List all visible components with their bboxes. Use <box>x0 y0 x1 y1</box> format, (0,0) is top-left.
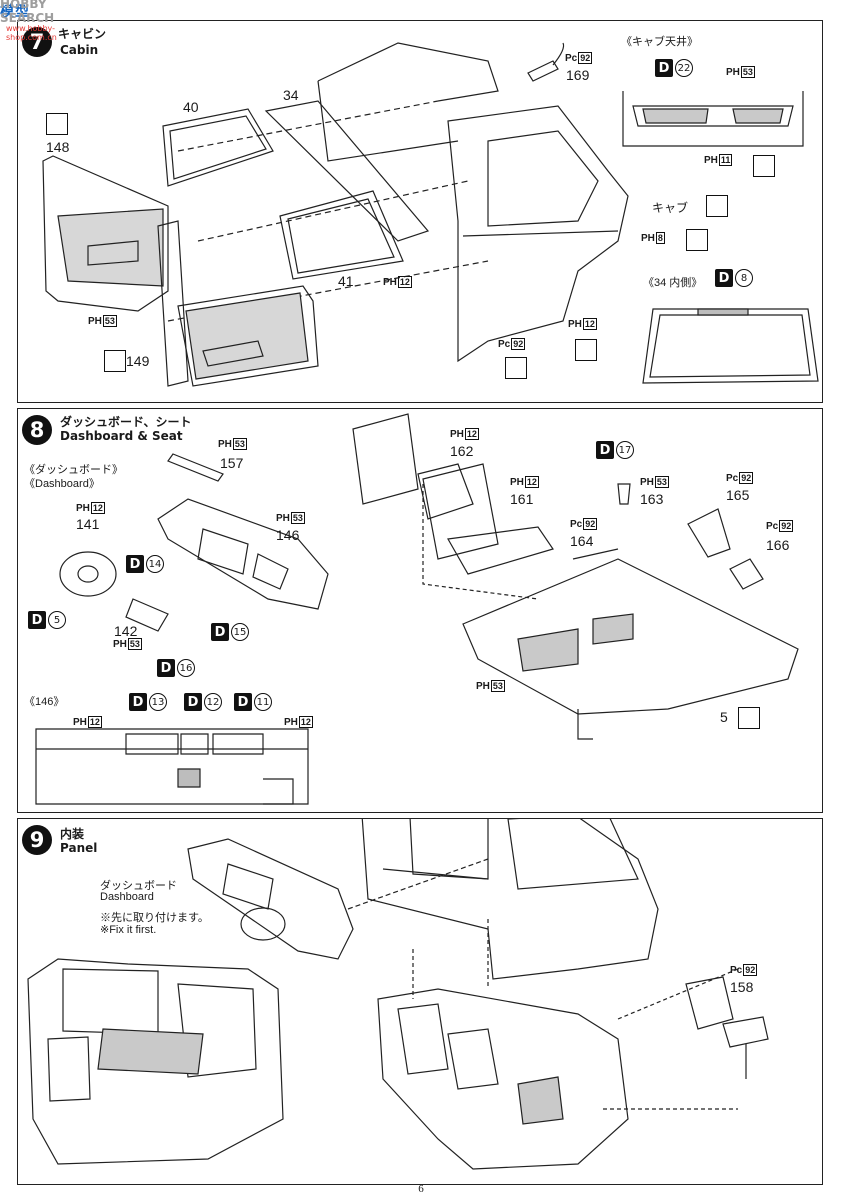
step8-title-jp: ダッシュボード、シート <box>60 415 192 429</box>
part-148-label: 148 <box>46 139 70 155</box>
part-161-label: 161 <box>510 491 534 507</box>
step7-title-en: Cabin <box>60 43 99 57</box>
watermark-brand-en: HOBBY SEARCH <box>0 0 55 25</box>
step9-title-jp: 内装 <box>60 827 85 841</box>
part-41-label: 41 <box>338 273 354 289</box>
part-40-label: 40 <box>183 99 199 115</box>
step8-title-en: Dashboard & Seat <box>60 429 183 443</box>
sticker-icon <box>575 339 597 361</box>
dashboard-note-jp: ダッシュボード <box>100 880 177 892</box>
roof-inset-heading: 《キャブ天井》 <box>621 36 698 48</box>
cement-icon <box>738 707 760 729</box>
part-162-label: 162 <box>450 443 474 459</box>
part-146-label: 146 <box>276 527 300 543</box>
dashboard-heading-jp: 《ダッシュボード》 <box>24 464 123 476</box>
part-158-label: 158 <box>730 979 754 995</box>
dashboard-seat-drawing <box>18 409 824 814</box>
fix-first-note-jp: ※先に取り付けます。 <box>100 912 209 924</box>
step7-title-jp: キャビン <box>58 27 107 41</box>
interior-panel-drawing <box>18 819 824 1186</box>
cement-icon <box>104 350 126 372</box>
dashboard-heading-en: 《Dashboard》 <box>24 478 100 490</box>
part-142-label: 142 <box>114 623 138 639</box>
part-169-label: 169 <box>566 67 590 83</box>
part-157-label: 157 <box>220 455 244 471</box>
part-149-label: 149 <box>126 353 150 369</box>
step7-number-badge: 7 <box>22 27 52 57</box>
step9-title-en: Panel <box>60 841 98 855</box>
windshield-inset-heading: 《34 内側》 <box>643 277 703 289</box>
watermark: 模型 HOBBY SEARCH www.hobby-shop.com.cn <box>0 0 57 42</box>
part-165-label: 165 <box>726 487 750 503</box>
part-164-label: 164 <box>570 533 594 549</box>
part-34-label: 34 <box>283 87 299 103</box>
page-number: 6 <box>418 1183 424 1195</box>
part-141-label: 141 <box>76 516 100 532</box>
watermark-brand-cn: 模型 <box>0 4 30 20</box>
step8-number-badge: 8 <box>22 415 52 445</box>
cabin-assembly-drawing <box>18 21 824 404</box>
step7-panel: 7 キャビン Cabin <box>17 20 823 403</box>
dashboard-note-en: Dashboard <box>100 891 154 903</box>
cement-icon <box>46 113 68 135</box>
step8-panel: 8 ダッシュボード、シート Dashboard & Seat 《ダッシュボード》… <box>17 408 823 813</box>
step9-number-badge: 9 <box>22 825 52 855</box>
sticker-icon <box>686 229 708 251</box>
fix-first-note-en: ※Fix it first. <box>100 924 157 936</box>
cab-label-jp: キャブ <box>652 201 689 215</box>
part-166-label: 166 <box>766 537 790 553</box>
part-163-label: 163 <box>640 491 664 507</box>
watermark-url: www.hobby-shop.com.cn <box>6 24 57 42</box>
detail-146-heading: 《146》 <box>24 696 65 708</box>
sticker-icon <box>505 357 527 379</box>
cement-icon <box>706 195 728 217</box>
step9-panel: 9 内装 Panel ダッシュボード Dashboard ※先に取り付けます。 … <box>17 818 823 1185</box>
cement-icon <box>753 155 775 177</box>
part-5-label: 5 <box>720 709 728 725</box>
